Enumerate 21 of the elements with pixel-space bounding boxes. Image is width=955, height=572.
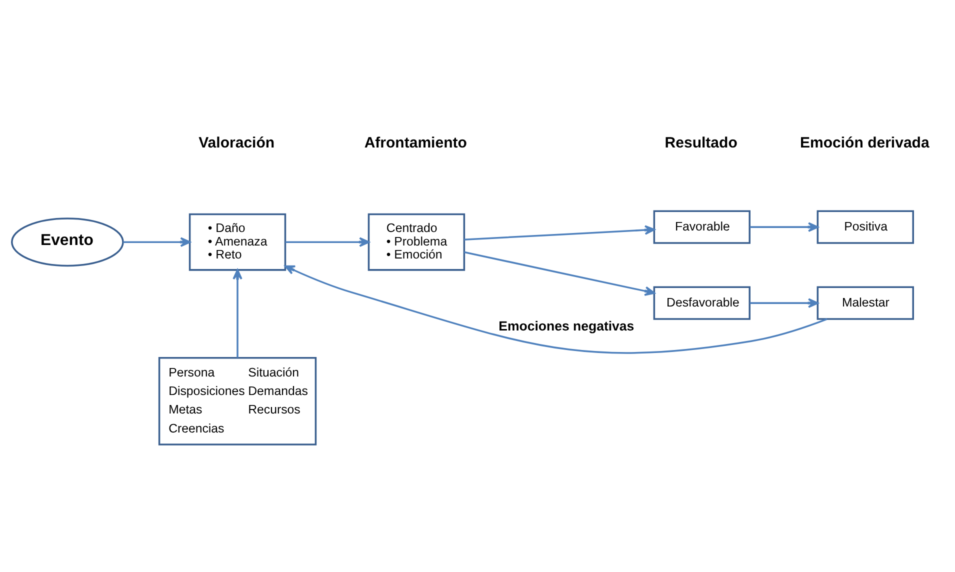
node-box: Persona Situación Disposiciones Demandas Metas Recursos Creencias [158, 356, 317, 445]
label: Valoración [198, 134, 275, 152]
arrow [750, 298, 818, 308]
arrow [232, 268, 242, 358]
arrow [464, 224, 655, 240]
arrow [285, 236, 370, 246]
node-box: • Daño • Amenaza • Reto [188, 212, 286, 270]
arrow [464, 250, 655, 296]
arrow [284, 264, 828, 354]
node-ellipse: Evento [11, 217, 124, 266]
node-box: Centrado • Problema • Emoción [368, 212, 466, 270]
node-box: Desfavorable [653, 286, 751, 320]
node-box: Favorable [653, 210, 751, 244]
node-box: Malestar [816, 286, 914, 320]
edge-label: Emociones negativas [498, 318, 634, 333]
label: Afrontamiento [364, 134, 467, 152]
label: Emoción derivada [800, 134, 930, 152]
arrow [123, 236, 191, 246]
node-box: Positiva [816, 210, 914, 244]
label: Resultado [664, 134, 738, 152]
arrow [750, 222, 818, 232]
